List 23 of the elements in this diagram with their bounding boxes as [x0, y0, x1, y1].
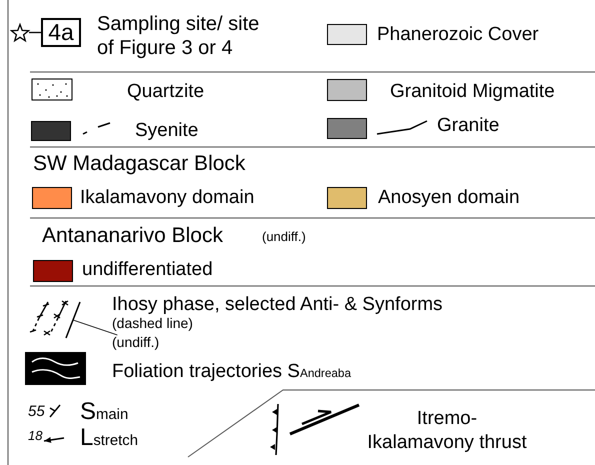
- symbol-note: (dashed line): [112, 314, 193, 332]
- legend-label: Granitoid Migmatite: [390, 81, 555, 103]
- legend-label: Ikalamavony domain: [80, 187, 254, 209]
- dip-value: 55: [28, 403, 45, 421]
- legend-label: Itremo- Ikalamavony thrust: [366, 407, 528, 455]
- legend-label: Granite: [437, 115, 500, 137]
- connector-line: [29, 32, 41, 34]
- plunge-value: 18: [28, 428, 42, 444]
- legend-label: Syenite: [135, 120, 198, 142]
- legend-label: Phanerozoic Cover: [377, 24, 539, 46]
- section-heading: SW Madagascar Block: [33, 152, 246, 176]
- site-label-box: 4a: [41, 18, 81, 47]
- leader-line: [72, 320, 118, 336]
- star-icon: [10, 22, 30, 42]
- legend-label: Quartzite: [127, 81, 204, 103]
- heading-note: (undiff.): [262, 229, 306, 245]
- legend-label: Ihosy phase, selected Anti- & Synforms: [112, 294, 443, 316]
- section-heading: Antananarivo Block: [42, 224, 223, 248]
- leader-text: (undiff.): [112, 333, 160, 351]
- legend-label: Anosyen domain: [378, 187, 520, 209]
- legend-label: Sampling site/ site of Figure 3 or 4: [97, 12, 260, 60]
- legend-label: undifferentiated: [82, 259, 213, 281]
- fold-line-symbol: [65, 302, 81, 338]
